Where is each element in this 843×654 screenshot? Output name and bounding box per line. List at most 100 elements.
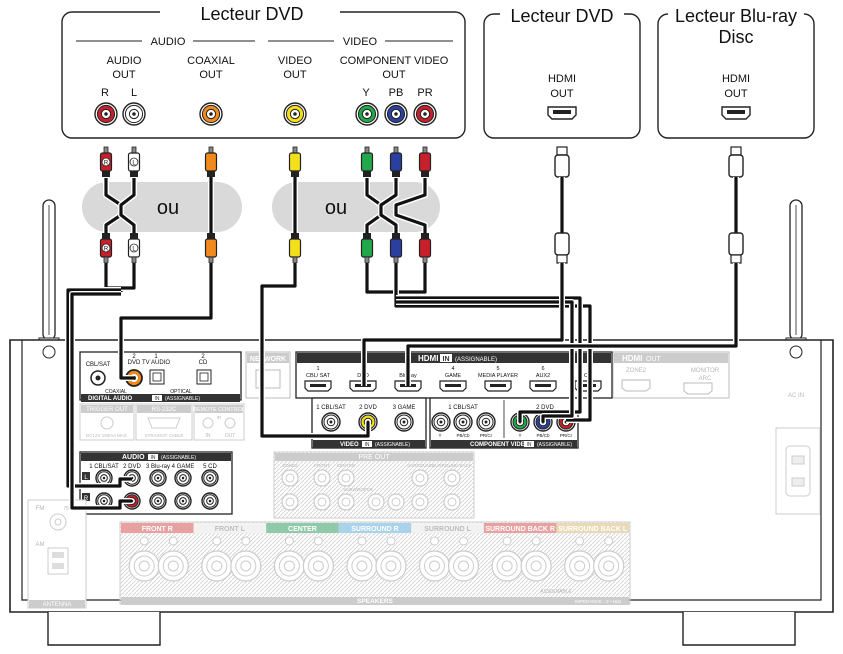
- audio-r-plug-top: R: [99, 146, 113, 177]
- audio-l-label: L: [131, 87, 137, 99]
- pre-out-jack: [411, 469, 429, 487]
- pre-out-jack: [443, 493, 461, 511]
- comp-in-pb2-label: PB/Cb: [536, 433, 550, 438]
- audio-in-port-4: 4 GAME: [172, 464, 195, 470]
- ac-in-label: AC IN: [788, 393, 804, 399]
- network-label: NETWORK: [250, 356, 286, 363]
- digital-audio-assign: (ASSIGNABLE): [165, 396, 200, 402]
- speakers-title: SPEAKERS: [357, 598, 393, 605]
- pre-out-jack: [337, 493, 355, 511]
- video-to-receiver: [259, 263, 371, 439]
- video-in-port-3-label: 3 GAME: [393, 405, 416, 411]
- antenna-title: ANTENNA: [43, 602, 72, 608]
- antenna-right: [785, 199, 807, 361]
- bluray-player-box: Lecteur Blu-ray Disc HDMI OUT: [657, 6, 815, 139]
- audio-in-l-jack: [201, 469, 219, 487]
- speaker-group-header: [483, 523, 557, 533]
- digital-n2b-label: 2: [201, 354, 205, 360]
- coaxial-to-receiver: [118, 263, 214, 381]
- digital-optical-label: OPTICAL: [170, 389, 192, 395]
- comp-y-label: Y: [362, 87, 370, 99]
- antenna-am-label: AM: [36, 542, 45, 548]
- speaker-group-label: SURROUND BACK L: [558, 526, 628, 533]
- antenna-panel: FM 75Ω AM ANTENNA: [27, 499, 87, 609]
- bluray-hdmi-plug-top: [728, 146, 744, 178]
- dvd-video-jack: [283, 102, 307, 126]
- hdmi-port-number: 4: [451, 366, 454, 372]
- bluray-title-1: Lecteur Blu-ray: [675, 6, 797, 26]
- pre-out-jack: [313, 493, 331, 511]
- pre-out-center: CENTER: [337, 463, 356, 468]
- comp-in-y1-label: Y: [438, 433, 441, 438]
- or-label-component: ou: [325, 197, 347, 219]
- video-plug-top: [288, 146, 302, 177]
- audio-in-assign: (ASSIGNABLE): [161, 455, 196, 461]
- remote-out-label: OUT: [225, 433, 236, 439]
- speaker-group-header: [556, 523, 629, 533]
- audio-in-port-2: 2 DVD: [123, 464, 141, 470]
- hdmi-port-number: 5: [496, 366, 499, 372]
- comp-in-port-1-label: 1 CBL/SAT: [448, 405, 478, 411]
- dvd-player-title: Lecteur DVD: [200, 4, 303, 24]
- comp-pr-label: PR: [417, 87, 432, 99]
- audio-r-label: R: [101, 87, 109, 99]
- audio-l-plug-bottom: L: [127, 233, 141, 264]
- plus-sign: [357, 536, 367, 546]
- digital-cbl-label: CBL/SAT: [86, 362, 111, 368]
- video-plug-bottom: [288, 233, 302, 264]
- video-in-jack-1: [321, 412, 341, 432]
- speaker-group-label: FRONT R: [142, 526, 173, 533]
- hdmi-in-badge: IN: [443, 356, 450, 363]
- hdmi-out-zone2: ZONE2: [626, 368, 647, 374]
- speaker-group-label: SURROUND R: [351, 526, 398, 533]
- dvd-comp-pb-jack: [384, 102, 408, 126]
- speaker-group-header: [338, 523, 412, 533]
- digital-n1-label: 1: [154, 354, 158, 360]
- speaker-group-header: [121, 523, 194, 533]
- hdmi-port-number: 6: [541, 366, 544, 372]
- hdmi-out-arc: ARC: [699, 376, 712, 382]
- bluray-hdmi-to-receiver: [405, 263, 739, 386]
- dvd-hdmi-plug-bottom: [554, 232, 570, 264]
- hdmi-in-assign: (ASSIGNABLE): [455, 357, 497, 363]
- minus-sign: [241, 536, 251, 546]
- audio-rl-merge-2: [121, 263, 137, 291]
- straight-cable-label: STRAIGHT CABLE: [145, 433, 184, 438]
- plus-sign: [212, 536, 222, 546]
- pre-out-subwoofer: SUBWOOFER: [343, 487, 373, 492]
- audio-in-l-jack: [149, 469, 167, 487]
- dvd-player-hdmi-box: Lecteur DVD HDMI OUT: [483, 6, 641, 139]
- comp-pr-plug-bottom: [418, 233, 432, 264]
- source-jacks: [94, 102, 437, 126]
- hdmi-port-name: GAME: [445, 373, 462, 379]
- bluray-title-2: Disc: [719, 27, 754, 47]
- plug-letter: L: [132, 247, 136, 253]
- digital-audio-panel: CBL/SAT 2 DVD 1 TV AUDIO 2 CD COAXIAL OP…: [79, 351, 242, 402]
- speaker-group-header: [193, 523, 267, 533]
- digital-dvd-label: DVD: [128, 360, 141, 366]
- comp-pb-to-receiver: [396, 299, 575, 422]
- pre-out-zone2: ZONE2: [282, 463, 298, 468]
- audio-in-port-3: 3 Blu-ray: [146, 464, 170, 470]
- trigger-spec-label: DC12V 150mA MAX.: [86, 433, 128, 438]
- comp-in-pr2-label: PR/Cr: [560, 433, 573, 438]
- plus-sign: [502, 536, 512, 546]
- dvd-comp-pr-jack: [413, 102, 437, 126]
- pre-out-jack: [443, 469, 461, 487]
- pre-out-jack: [281, 469, 299, 487]
- video-group-label: VIDEO: [343, 36, 378, 48]
- video-out-label-1: VIDEO: [278, 55, 313, 67]
- audio-in-l-jack: [95, 469, 113, 487]
- audio-in-l-marker: L: [84, 475, 88, 481]
- digital-tv-label: TV AUDIO: [142, 360, 170, 366]
- bluray-hdmi-out-label-1: HDMI: [722, 73, 750, 85]
- hdmi-port-number: 1: [316, 366, 319, 372]
- minus-sign: [386, 536, 396, 546]
- comp-in-y2-label: Y: [518, 433, 521, 438]
- audio-l-to-receiver: [65, 287, 132, 489]
- dvd-hdmi-title: Lecteur DVD: [510, 6, 613, 26]
